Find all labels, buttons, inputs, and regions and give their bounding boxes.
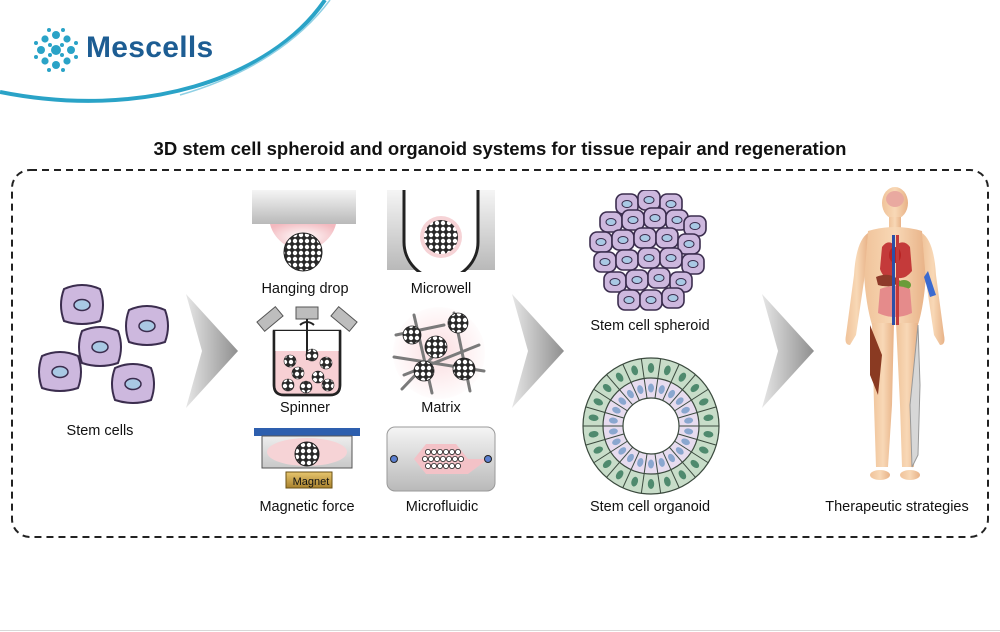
stem-cell-organoid-label: Stem cell organoid xyxy=(589,499,711,515)
organoid-nucleus xyxy=(631,365,639,376)
stem-cell xyxy=(78,326,122,367)
arrow-icon xyxy=(762,294,814,408)
organoid-nucleus xyxy=(681,438,690,446)
hanging-drop-label: Hanging drop xyxy=(261,281,349,297)
organoid-nucleus xyxy=(648,383,654,393)
organoid-nucleus xyxy=(678,372,687,382)
organoid-cell-wall xyxy=(677,406,717,419)
organoid-nucleus xyxy=(699,446,709,454)
organoid-cell-wall xyxy=(622,451,640,489)
microwell-label: Microwell xyxy=(410,281,472,297)
organoid-cell-wall xyxy=(593,388,628,412)
stem-cell xyxy=(38,351,82,392)
microwell-illustration xyxy=(387,190,495,272)
stem-cell xyxy=(125,305,169,346)
microfluidic-label: Microfluidic xyxy=(405,499,479,515)
matrix-illustration xyxy=(392,307,486,399)
organoid-nucleus xyxy=(618,447,627,455)
spinner-flask-illustration xyxy=(256,305,358,397)
spinner-label: Spinner xyxy=(280,400,330,416)
organoid-cell-wall xyxy=(640,358,648,399)
stem-cell xyxy=(111,363,155,404)
organoid-nucleus xyxy=(703,431,714,438)
organoid-nucleus xyxy=(658,458,665,467)
organoid-cell-wall xyxy=(654,358,662,399)
organoid-cell-wall xyxy=(654,453,662,494)
organoid-cell-wall xyxy=(585,433,625,446)
organoid-cell-wall xyxy=(606,374,634,406)
organoid-cell-wall xyxy=(668,374,696,406)
organoid-nucleus xyxy=(684,428,694,435)
organoid-nucleus xyxy=(631,476,639,487)
stem-cell-spheroid-illustration xyxy=(589,190,707,311)
organoid-nucleus xyxy=(684,417,694,424)
organoid-cell-wall xyxy=(674,440,709,464)
magnet-label: Magnet xyxy=(292,476,330,488)
organoid-cell-wall xyxy=(662,363,680,401)
organoid-nucleus xyxy=(626,389,634,399)
hanging-drop-illustration xyxy=(252,190,356,272)
human-body-illustration xyxy=(845,187,945,480)
organoid-cell-wall xyxy=(593,440,628,464)
organoid-nucleus xyxy=(588,414,599,421)
organoid-nucleus xyxy=(663,365,671,376)
organoid-nucleus xyxy=(637,458,644,467)
organoid-nucleus xyxy=(612,406,621,414)
organoid-nucleus xyxy=(588,431,599,438)
stem-cells-illustration xyxy=(38,284,169,404)
organoid-cell-wall xyxy=(622,363,640,401)
organoid-nucleus xyxy=(703,414,714,421)
organoid-nucleus xyxy=(615,470,624,480)
organoid-nucleus xyxy=(699,398,709,406)
footer-divider xyxy=(0,630,1000,631)
organoid-nucleus xyxy=(608,417,618,424)
organoid-nucleus xyxy=(647,363,655,373)
organoid-nucleus xyxy=(668,453,676,463)
organoid-nucleus xyxy=(690,383,700,393)
stem-cell xyxy=(60,284,104,325)
organoid-nucleus xyxy=(615,372,624,382)
organoid-nucleus xyxy=(593,446,603,454)
magnetic-force-label: Magnetic force xyxy=(259,499,355,515)
diagram-title: 3D stem cell spheroid and organoid syste… xyxy=(153,138,847,159)
organoid-nucleus xyxy=(675,447,684,455)
organoid-nucleus xyxy=(618,397,627,405)
organoid-nucleus xyxy=(626,453,634,463)
arrow-icon xyxy=(186,294,238,408)
arrow-icon xyxy=(512,294,564,408)
stem-cell-organoid-illustration xyxy=(582,357,720,495)
organoid-cell-wall xyxy=(640,453,648,494)
organoid-cell-wall xyxy=(677,433,717,446)
organoid-nucleus xyxy=(658,385,665,394)
microfluidic-illustration xyxy=(386,426,496,492)
organoid-nucleus xyxy=(612,438,621,446)
organoid-nucleus xyxy=(690,459,700,469)
organoid-nucleus xyxy=(668,389,676,399)
organoid-cell-wall xyxy=(585,406,625,419)
organoid-cell-wall xyxy=(662,451,680,489)
therapeutic-strategies-label: Therapeutic strategies xyxy=(825,499,969,515)
organoid-nucleus xyxy=(647,479,655,489)
organoid-nucleus xyxy=(681,406,690,414)
matrix-label: Matrix xyxy=(421,400,461,416)
organoid-nucleus xyxy=(648,459,654,469)
brand-name: Mescells xyxy=(86,31,214,64)
organoid-cell-wall xyxy=(668,446,696,478)
stem-cell-spheroid-label: Stem cell spheroid xyxy=(590,318,710,334)
organoid-nucleus xyxy=(675,397,684,405)
organoid-nucleus xyxy=(593,398,603,406)
organoid-nucleus xyxy=(602,383,612,393)
organoid-nucleus xyxy=(602,459,612,469)
stem-cells-label: Stem cells xyxy=(66,423,134,439)
organoid-nucleus xyxy=(678,470,687,480)
header-swoosh xyxy=(0,0,331,103)
magnetic-force-illustration xyxy=(254,428,360,489)
organoid-cell-wall xyxy=(606,446,634,478)
organoid-nucleus xyxy=(663,476,671,487)
organoid-nucleus xyxy=(637,385,644,394)
cell-cluster-logo-icon xyxy=(34,28,78,72)
organoid-cell-wall xyxy=(674,388,709,412)
organoid-nucleus xyxy=(608,428,618,435)
